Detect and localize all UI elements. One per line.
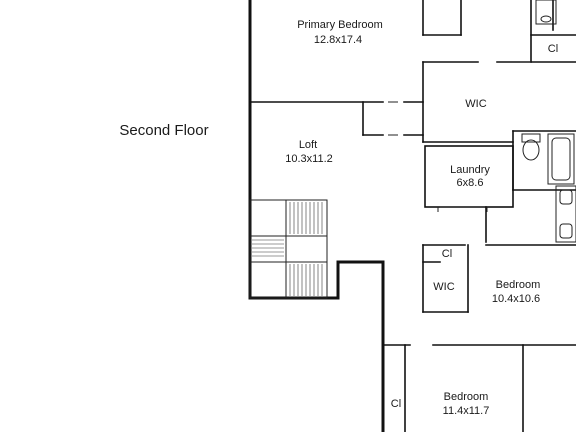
- cl-bedroom3-label: Cl: [391, 398, 401, 410]
- exterior-walls: [248, 0, 385, 432]
- stair-treads-landing: [252, 239, 284, 257]
- toilet-fixture: [521, 133, 541, 161]
- loft-name: Loft: [299, 139, 317, 151]
- interior-walls: [249, 0, 576, 432]
- bedroom3-name: Bedroom: [444, 391, 489, 403]
- bathtub-fixture: [547, 133, 575, 185]
- stair-treads-upper: [289, 202, 323, 234]
- vanity-top-fixture: [535, 0, 557, 25]
- bedroom2-dims: 10.4x10.6: [492, 293, 540, 305]
- primary-bedroom-dims: 12.8x17.4: [314, 34, 362, 46]
- laundry-dims: 6x8.6: [457, 177, 484, 189]
- bedroom3-dims: 11.4x11.7: [443, 405, 490, 417]
- door-openings: [388, 61, 531, 212]
- staircase: [249, 199, 328, 299]
- wic-primary-label: WIC: [465, 98, 486, 110]
- primary-bedroom-name: Primary Bedroom: [297, 19, 383, 31]
- stair-treads-lower: [289, 264, 323, 296]
- vanity-sinks: [559, 189, 573, 239]
- cl-bedroom2-label: Cl: [442, 248, 452, 260]
- laundry-name: Laundry: [450, 164, 490, 176]
- floor-title: Second Floor: [119, 122, 208, 139]
- cl-primary-label: Cl: [548, 43, 558, 55]
- bedroom2-name: Bedroom: [496, 279, 541, 291]
- wic-bedroom2-label: WIC: [433, 281, 454, 293]
- loft-dims: 10.3x11.2: [285, 153, 333, 165]
